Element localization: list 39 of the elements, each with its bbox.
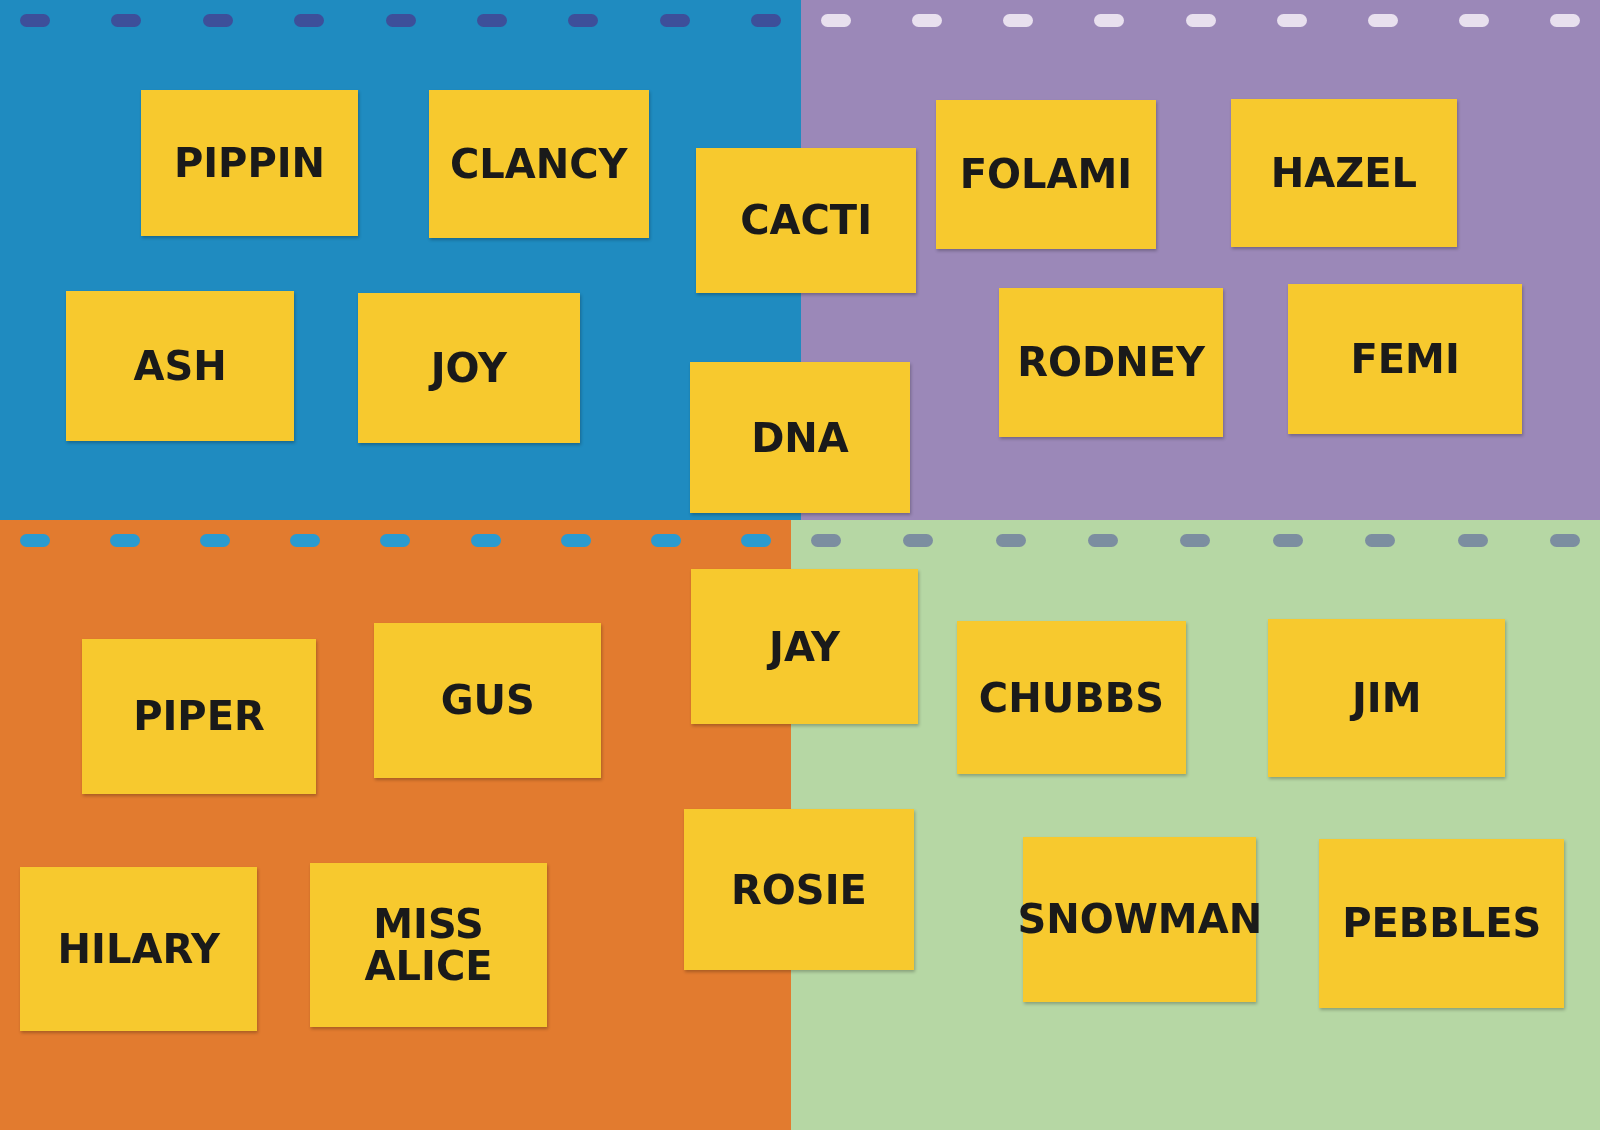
sticky-note <box>1287 283 1523 434</box>
sticky-note <box>374 623 601 778</box>
sticky-note <box>358 292 580 443</box>
sticky-note <box>683 809 915 971</box>
sticky-note <box>998 287 1224 437</box>
handwritten-name: FOLAMI <box>958 153 1134 196</box>
handwritten-name: ROSIE <box>730 868 868 911</box>
handwritten-name: PIPPIN <box>172 141 327 184</box>
sticky-note <box>957 621 1186 775</box>
sticky-note <box>428 89 649 238</box>
sticky-note <box>935 100 1157 249</box>
handwritten-name: CHUBBS <box>977 676 1165 719</box>
handwritten-name: SNOWMAN <box>1016 898 1264 941</box>
handwritten-name: DNA <box>750 416 850 459</box>
handwritten-name: ASH <box>132 344 228 387</box>
sticky-note <box>20 867 258 1031</box>
sticky-note <box>1230 98 1458 247</box>
handwritten-name: JOY <box>427 346 509 389</box>
sticky-note <box>66 290 294 441</box>
handwritten-name: JAY <box>761 625 849 668</box>
sticky-note <box>690 569 919 725</box>
handwritten-name: GUS <box>439 679 536 722</box>
handwritten-name: PIPER <box>132 695 266 738</box>
handwritten-name: MISS ALICE <box>363 902 494 987</box>
sticky-note <box>140 89 359 236</box>
handwritten-name: HAZEL <box>1269 151 1418 194</box>
handwritten-name: FEMI <box>1349 337 1461 380</box>
handwritten-name: HILARY <box>56 927 221 970</box>
handwritten-name: RODNEY <box>1016 341 1207 384</box>
handwritten-name: JIM <box>1348 676 1423 719</box>
sticky-note <box>689 362 911 514</box>
sticky-note <box>1319 838 1565 1009</box>
handwritten-name: PEBBLES <box>1341 902 1543 945</box>
handwritten-name: CACTI <box>739 199 874 242</box>
sticky-note <box>81 638 317 794</box>
sticky-note <box>695 147 917 293</box>
sticky-note <box>1268 619 1506 777</box>
sticky-note <box>310 863 547 1027</box>
handwritten-name: CLANCY <box>448 142 629 185</box>
